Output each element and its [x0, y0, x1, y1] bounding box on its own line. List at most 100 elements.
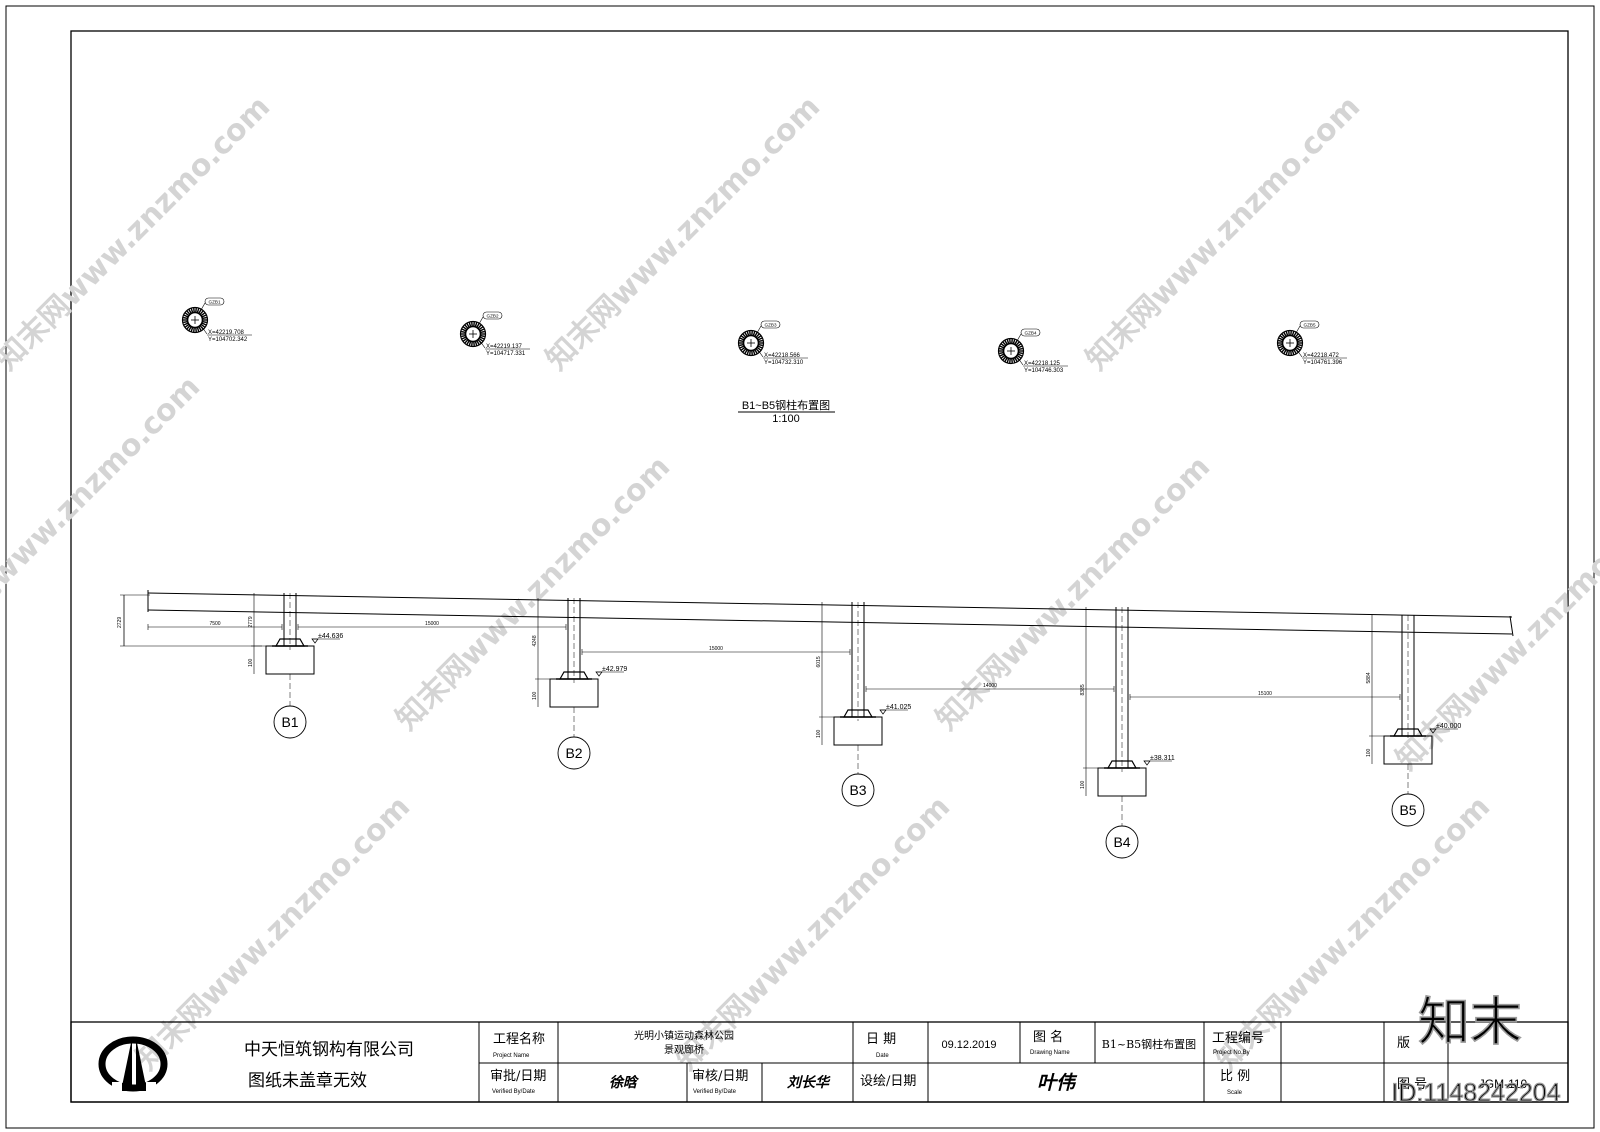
column-tag-bubble: [1299, 320, 1320, 329]
span-length: 15000: [425, 621, 439, 627]
verified-label-en: Verified By/Date: [693, 1089, 737, 1095]
column-tag-bubble: [760, 320, 781, 329]
footing: [549, 678, 599, 708]
column-ring-tooth: [1293, 349, 1297, 354]
footing: [1097, 767, 1147, 797]
column-ring-tooth: [1294, 348, 1299, 353]
date-label: 日 期: [866, 1032, 896, 1047]
site-watermark: 知末网www.znzmo.com: [129, 789, 417, 1077]
column-ring-tooth: [466, 340, 470, 345]
column-ring-tooth: [461, 330, 466, 334]
axis-label: B1: [281, 714, 298, 730]
designed-signature: 叶伟: [1037, 1072, 1078, 1094]
column-ring-tooth: [1294, 333, 1299, 338]
tag-leader: [1016, 333, 1022, 342]
column-ring-tooth: [1281, 348, 1286, 353]
elevation-columns: B1±44.6362779100B2±42.9794248100B3±41.02…: [147, 593, 1461, 859]
column-ring-tooth: [461, 336, 466, 340]
column-ring-tooth: [461, 328, 466, 332]
column-ring-tooth: [1297, 343, 1302, 347]
column-ring-tooth: [202, 316, 207, 320]
column-ring-tooth: [744, 332, 748, 337]
column-ring-tooth: [1281, 333, 1286, 338]
column-ring-tooth: [477, 339, 482, 344]
column-ring-tooth: [754, 349, 758, 354]
column-ring-tooth: [183, 320, 188, 324]
column-ring-tooth: [1279, 335, 1284, 339]
column-ring-tooth: [739, 339, 744, 343]
column-ring-tooth: [740, 335, 745, 339]
site-watermark: 知末网www.znzmo.com: [539, 89, 827, 377]
column-ring-tooth: [1018, 351, 1023, 355]
column-ring-outer: [1276, 329, 1304, 357]
span-dimension: 15000: [581, 646, 851, 655]
level-value: ±40.000: [1436, 723, 1461, 730]
column-ring-tooth: [739, 337, 744, 341]
project-name-label: 工程名称: [493, 1031, 545, 1047]
axis-bubble: [273, 705, 307, 739]
outer-border: [5, 5, 1595, 1129]
column-ring-tooth: [1018, 345, 1023, 349]
overall-height-label: 2729: [117, 617, 123, 628]
drawing-name-label: 图 名: [1033, 1029, 1063, 1045]
column-ring-tooth: [480, 330, 485, 334]
deck-bottom-chord: [147, 609, 1513, 635]
deck-top-chord: [147, 592, 1513, 618]
column-ring-tooth: [188, 309, 192, 314]
column-ring-tooth: [1291, 331, 1295, 336]
column-ring-tooth: [1004, 357, 1008, 362]
column-ring-tooth: [477, 324, 482, 329]
approved-signature: 徐晗: [609, 1074, 640, 1091]
title-block: 中天恒筑钢构有限公司 图纸未盖章无效 工程名称 Project Name 光明小…: [70, 1021, 1569, 1103]
designed-label: 设绘/日期: [860, 1074, 916, 1089]
column-ring-tooth: [758, 337, 763, 341]
coord-leader: [1017, 357, 1024, 366]
level-value: ±44.636: [318, 633, 343, 640]
column-coord-y: Y=104746.303: [1024, 368, 1064, 374]
column-ring-tooth: [198, 326, 202, 331]
column-ring-tooth: [188, 326, 192, 331]
column-ring-tooth: [757, 347, 762, 351]
column-ring-tooth: [1002, 356, 1007, 361]
level-value: ±38.311: [1150, 755, 1175, 762]
site-watermark: 知末网www.znzmo.com: [929, 449, 1217, 737]
level-value: ±41.025: [886, 704, 911, 711]
column-ring-tooth: [466, 323, 470, 328]
column-ring-tooth: [186, 310, 191, 315]
column-ring-tooth: [474, 322, 478, 327]
column-ring-tooth: [1291, 350, 1295, 355]
axis-bubble: [1105, 825, 1139, 859]
column-ring-tooth: [754, 332, 758, 337]
approved-label-en: Verified By/Date: [492, 1089, 536, 1095]
column-ring-tooth: [1006, 339, 1010, 344]
column-ring-tooth: [190, 327, 194, 332]
column-ring-tooth: [1012, 339, 1016, 344]
column-ring-tooth: [464, 324, 469, 329]
date-value: 09.12.2019: [941, 1039, 996, 1051]
column-ring-tooth: [183, 316, 188, 320]
column-ring-tooth: [752, 350, 756, 355]
coord-leader: [757, 349, 764, 358]
project-name-label-en: Project Name: [493, 1053, 530, 1059]
column-tag-bubble: [482, 311, 503, 320]
column-ring-tooth: [480, 336, 485, 340]
column-coord-x: X=42218.472: [1303, 353, 1340, 359]
verified-label: 审核/日期: [692, 1069, 748, 1084]
column-ring-tooth: [758, 343, 763, 347]
column-ring-tooth: [999, 345, 1004, 349]
span-dimension: 7500: [147, 621, 283, 630]
axis-label: B3: [849, 782, 866, 798]
span-length: 15100: [1258, 691, 1272, 697]
column-ring-tooth: [461, 334, 466, 338]
column-ring-tooth: [758, 345, 763, 349]
drawing-no-value: JGM-110: [1479, 1077, 1528, 1091]
column-ring-tooth: [202, 320, 207, 324]
column-ring-tooth: [196, 327, 200, 332]
column-coord-y: Y=104702.342: [208, 337, 248, 343]
column-ring-tooth: [746, 350, 750, 355]
column-coord-x: X=42218.125: [1024, 361, 1061, 367]
drawing-no-label: 图 号: [1397, 1077, 1427, 1092]
